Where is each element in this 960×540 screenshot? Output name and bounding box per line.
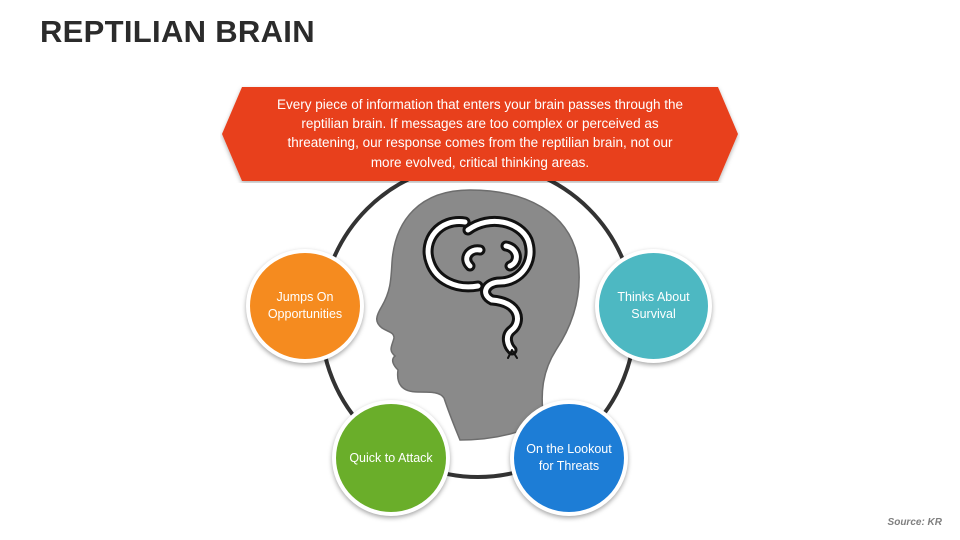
page-title: REPTILIAN BRAIN [40, 14, 315, 49]
snake-brain-icon [422, 215, 536, 359]
banner-hexagon [222, 87, 738, 181]
node-jumps-on-opportunities: Jumps On Opportunities [246, 249, 364, 363]
source-note: Source: KR [887, 517, 942, 528]
banner-text: Every piece of information that enters y… [277, 97, 683, 170]
node-label: Quick to Attack [349, 450, 433, 465]
node-quick-to-attack: Quick to Attack [332, 400, 450, 516]
node-label: Jumps On Opportunities [267, 290, 343, 321]
info-banner: Every piece of information that enters y… [220, 85, 740, 183]
node-label: On the Lookout for Threats [526, 442, 612, 473]
node-on-the-lookout-for-threats: On the Lookout for Threats [510, 400, 628, 516]
node-thinks-about-survival: Thinks About Survival [595, 249, 712, 363]
node-label: Thinks About Survival [617, 290, 690, 321]
